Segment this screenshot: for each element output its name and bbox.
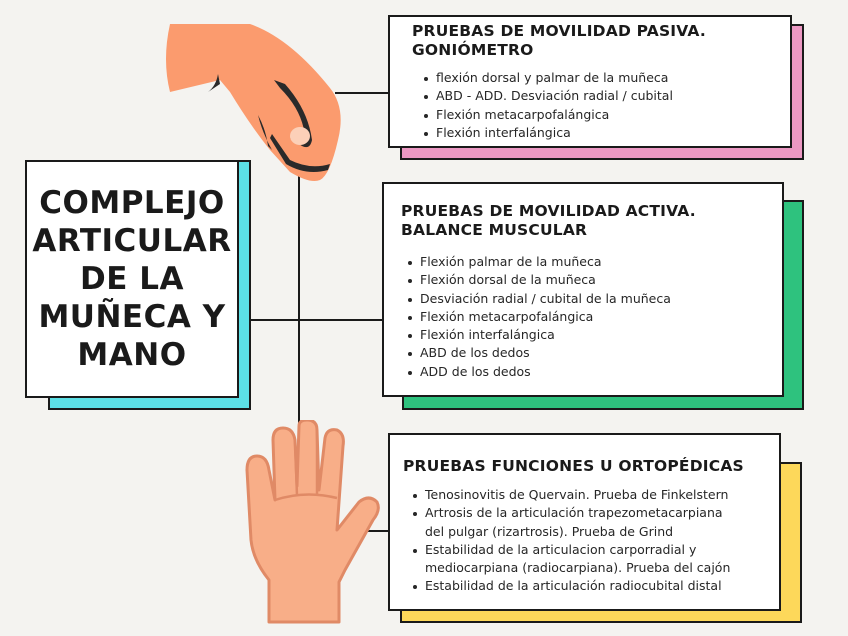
- item-list: Flexión palmar de la muñeca Flexión dors…: [406, 253, 782, 381]
- orthopedic-card: PRUEBAS FUNCIONES U ORTOPÉDICAS Tenosino…: [388, 433, 781, 611]
- list-item: Flexión palmar de la muñeca: [406, 253, 782, 271]
- item-list: Tenosinovitis de Quervain. Prueba de Fin…: [411, 486, 779, 596]
- page-title: COMPLEJO ARTICULAR DE LA MUÑECA Y MANO: [27, 162, 237, 396]
- open-hand-icon: [245, 418, 385, 630]
- connector-orthopedic: [355, 530, 388, 532]
- list-item: ADD de los dedos: [406, 363, 782, 381]
- list-item: Flexión interfalángica: [406, 326, 782, 344]
- title-line: DE LA: [80, 261, 184, 297]
- title-card: COMPLEJO ARTICULAR DE LA MUÑECA Y MANO: [25, 160, 239, 398]
- list-item: Flexión metacarpofalángica: [406, 308, 782, 326]
- title-line: ARTICULAR: [32, 223, 232, 259]
- section-title-line: PRUEBAS DE MOVILIDAD PASIVA.: [412, 22, 706, 40]
- section-title-line: PRUEBAS DE MOVILIDAD ACTIVA.: [401, 202, 696, 220]
- pinching-hand-icon: [150, 0, 400, 200]
- connector-passive: [335, 92, 388, 94]
- passive-card: PRUEBAS DE MOVILIDAD PASIVA. GONIÓMETRO …: [388, 15, 792, 148]
- connector-title: [251, 319, 382, 321]
- list-item: Flexión interfalángica: [422, 124, 790, 142]
- list-item: ABD - ADD. Desviación radial / cubital: [422, 87, 790, 105]
- section-title: PRUEBAS FUNCIONES U ORTOPÉDICAS: [403, 457, 779, 476]
- list-item: Estabilidad de la articulacion carporrad…: [411, 541, 779, 578]
- list-item: ABD de los dedos: [406, 344, 782, 362]
- list-item: Artrosis de la articulación trapezometac…: [411, 504, 779, 541]
- list-item: Flexión dorsal de la muñeca: [406, 271, 782, 289]
- item-list: flexión dorsal y palmar de la muñeca ABD…: [422, 69, 790, 142]
- section-title-line: PRUEBAS FUNCIONES U ORTOPÉDICAS: [403, 457, 744, 475]
- list-item: Flexión metacarpofalángica: [422, 106, 790, 124]
- title-line: COMPLEJO: [39, 185, 225, 221]
- list-item: Estabilidad de la articulación radiocubi…: [411, 577, 779, 595]
- active-card: PRUEBAS DE MOVILIDAD ACTIVA. BALANCE MUS…: [382, 182, 784, 397]
- list-item: Tenosinovitis de Quervain. Prueba de Fin…: [411, 486, 779, 504]
- title-line: MANO: [77, 337, 187, 373]
- section-title: PRUEBAS DE MOVILIDAD PASIVA. GONIÓMETRO: [412, 22, 790, 60]
- list-item: flexión dorsal y palmar de la muñeca: [422, 69, 790, 87]
- connector-vertical: [298, 168, 300, 430]
- title-line: MUÑECA Y: [38, 299, 226, 335]
- section-title: PRUEBAS DE MOVILIDAD ACTIVA. BALANCE MUS…: [401, 202, 782, 240]
- section-title-line: GONIÓMETRO: [412, 41, 534, 59]
- section-title-line: BALANCE MUSCULAR: [401, 221, 588, 239]
- list-item: Desviación radial / cubital de la muñeca: [406, 290, 782, 308]
